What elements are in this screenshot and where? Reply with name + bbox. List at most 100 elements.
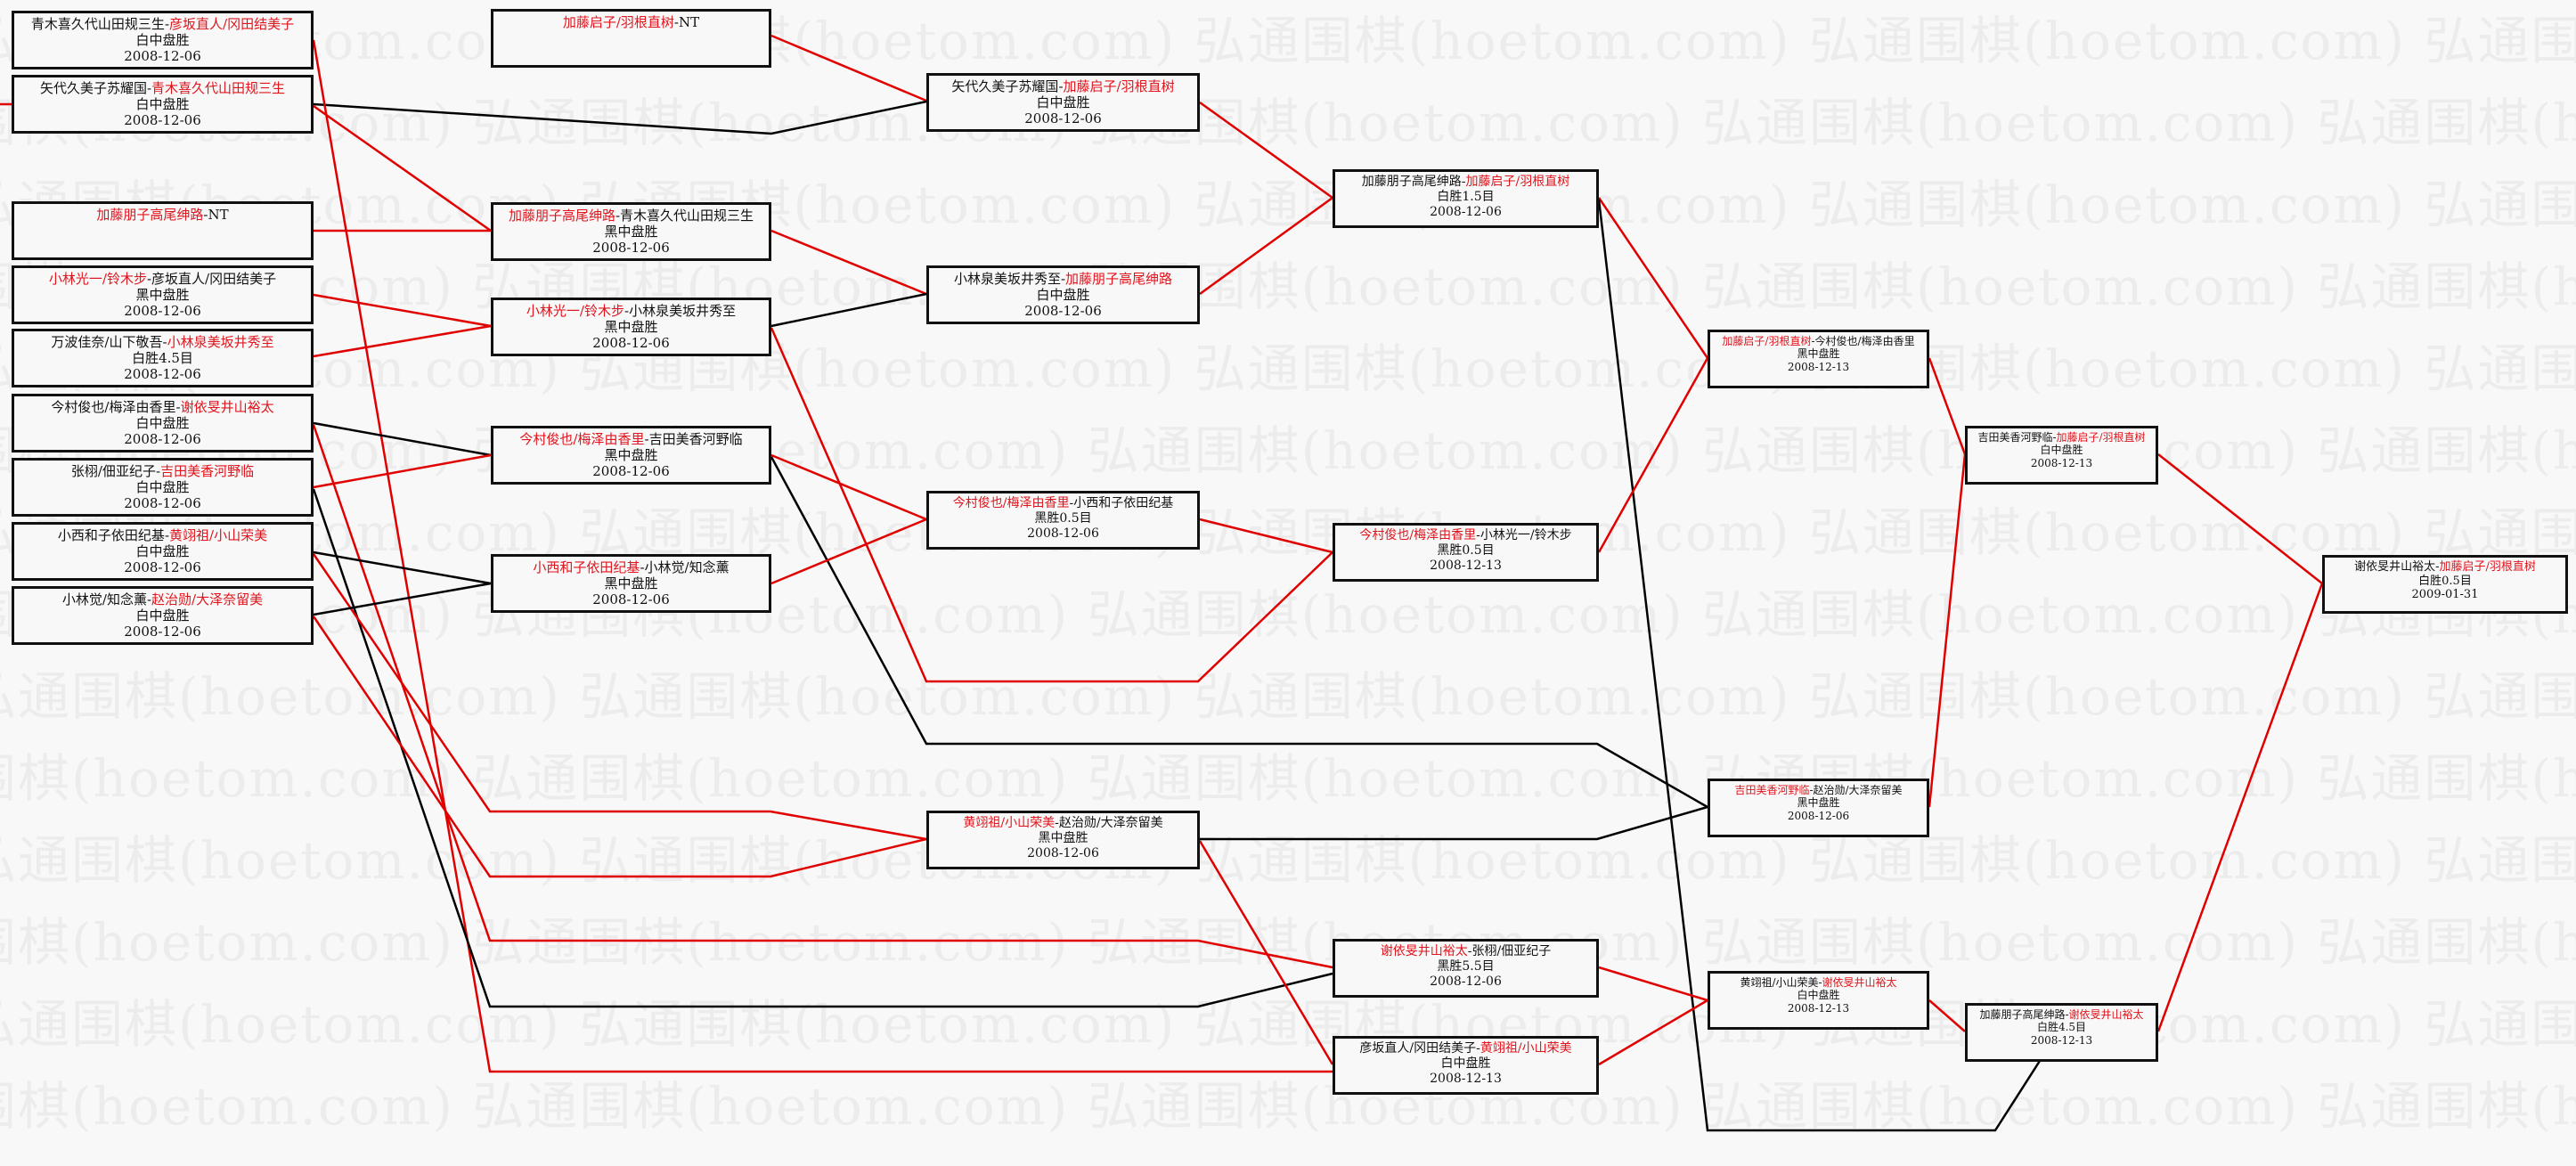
versus-dash: - — [1069, 496, 1074, 510]
match-date: 2008-12-06 — [124, 303, 201, 319]
winner-connector — [1598, 999, 1708, 1066]
match-date: 2008-12-06 — [124, 624, 201, 640]
versus-dash: - — [1818, 976, 1822, 989]
match-date: 2008-12-06 — [124, 495, 201, 511]
watermark-row: 弘通围棋(hoetom.com) 弘通围棋(hoetom.com) 弘通围棋(h… — [0, 748, 2576, 809]
player-2: 谢依旻井山裕太 — [180, 399, 274, 415]
watermark-row: 弘通围棋(hoetom.com) 弘通围棋(hoetom.com) 弘通围棋(h… — [0, 1076, 2576, 1137]
player-1: 今村俊也/梅泽由香里 — [51, 399, 176, 415]
loser-connector — [313, 550, 492, 585]
match-date: 2008-12-13 — [1787, 1001, 1850, 1015]
loser-connector — [313, 100, 927, 135]
player-2: 赵治勋/大泽奈留美 — [1813, 784, 1903, 796]
match-players: 小林光一/铃木步-彦坂直人/冈田结美子 — [14, 271, 311, 287]
match-players: 矢代久美子苏耀国-青木喜久代山田规三生 — [14, 80, 311, 96]
loser-connector — [770, 292, 927, 328]
winner-connector — [312, 616, 927, 878]
match-date: 2008-12-13 — [2030, 1033, 2093, 1047]
match-result: 白中盘胜 — [135, 32, 190, 48]
match-players: 今村俊也/梅泽由香里-小西和子依田纪基 — [929, 496, 1197, 511]
match-players: 小林泉美坂井秀至-加藤朋子高尾绅路 — [929, 271, 1197, 287]
watermark-row: 弘通围棋(hoetom.com) 弘通围棋(hoetom.com) 弘通围棋(h… — [0, 338, 2576, 399]
winner-connector — [313, 453, 492, 489]
player-2: 青木喜久代山田规三生 — [620, 208, 754, 224]
versus-dash: - — [1476, 528, 1480, 542]
player-1: 小西和子依田纪基 — [533, 559, 640, 575]
versus-dash: - — [203, 207, 208, 223]
player-2: 青木喜久代山田规三生 — [151, 80, 286, 96]
versus-dash: - — [2435, 560, 2440, 574]
player-2: 黄翊祖/小山荣美 — [1480, 1041, 1572, 1056]
versus-dash: - — [146, 271, 152, 287]
player-1: 青木喜久代山田规三生 — [30, 16, 165, 32]
match-result: 黑中盘胜 — [135, 287, 190, 303]
versus-dash: - — [1058, 78, 1064, 94]
winner-connector — [1597, 357, 1709, 553]
match-box[interactable]: 加藤朋子高尾绅路-NT — [12, 201, 314, 260]
match-date: 2008-12-06 — [1027, 526, 1099, 541]
winner-connector — [1928, 453, 1967, 808]
versus-dash: - — [1461, 175, 1466, 189]
match-result: 黑中盘胜 — [604, 575, 658, 591]
match-players: 小西和子依田纪基-小林觉/知念薰 — [493, 559, 769, 575]
winner-connector — [1928, 999, 1966, 1032]
player-1: 吉田美香河野临 — [1734, 784, 1810, 796]
versus-dash: - — [155, 463, 161, 479]
versus-dash: - — [673, 14, 679, 30]
match-result: 黑中盘胜 — [1797, 347, 1840, 361]
match-result: 白中盘胜 — [135, 415, 190, 431]
match-date: 2008-12-13 — [1430, 558, 1502, 573]
player-2: 加藤启子/羽根直树 — [2439, 560, 2536, 574]
winner-connector — [1199, 101, 1333, 200]
match-players: 加藤朋子高尾绅路-加藤启子/羽根直树 — [1335, 175, 1596, 190]
match-date: 2008-12-06 — [1024, 110, 1102, 126]
watermark-row: 弘通围棋(hoetom.com) 弘通围棋(hoetom.com) 弘通围棋(h… — [0, 502, 2576, 563]
winner-connector — [313, 293, 492, 328]
player-2: NT — [208, 207, 229, 223]
player-2: 赵治勋/大泽奈留美 — [151, 591, 264, 607]
match-result: 黑中盘胜 — [604, 224, 658, 240]
player-1: 加藤启子/羽根直树 — [1722, 335, 1812, 347]
winner-connector — [770, 518, 927, 585]
match-date: 2008-12-06 — [1430, 974, 1502, 989]
match-players: 小林光一/铃木步-小林泉美坂井秀至 — [493, 303, 769, 319]
player-2: 吉田美香河野临 — [160, 463, 255, 479]
match-date: 2008-12-13 — [1787, 360, 1850, 373]
versus-dash: - — [2065, 1008, 2069, 1021]
player-1: 黄翊祖/小山荣美 — [1740, 976, 1819, 989]
match-result: 黑中盘胜 — [1797, 796, 1840, 810]
match-date: 2008-12-06 — [592, 591, 670, 607]
match-box[interactable]: 加藤启子/羽根直树-NT — [491, 9, 771, 68]
versus-dash: - — [162, 334, 167, 350]
player-2: NT — [679, 14, 700, 30]
player-1: 小林光一/铃木步 — [48, 271, 147, 287]
player-2: 小林泉美坂井秀至 — [629, 303, 737, 319]
winner-connector — [770, 229, 927, 296]
